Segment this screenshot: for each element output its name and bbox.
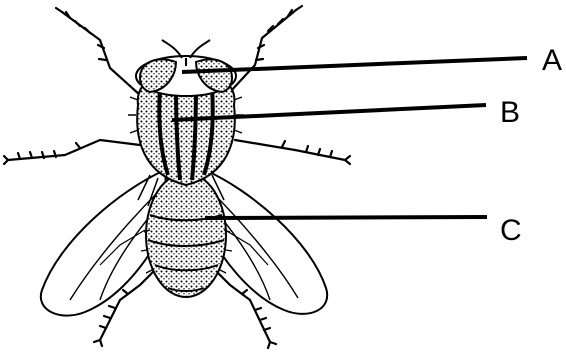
leader-line-a [182, 58, 527, 72]
label-c: C [500, 216, 522, 246]
fly-head [136, 40, 236, 96]
label-a: A [542, 46, 562, 76]
leader-line-c [205, 217, 487, 218]
label-b: B [500, 98, 520, 128]
